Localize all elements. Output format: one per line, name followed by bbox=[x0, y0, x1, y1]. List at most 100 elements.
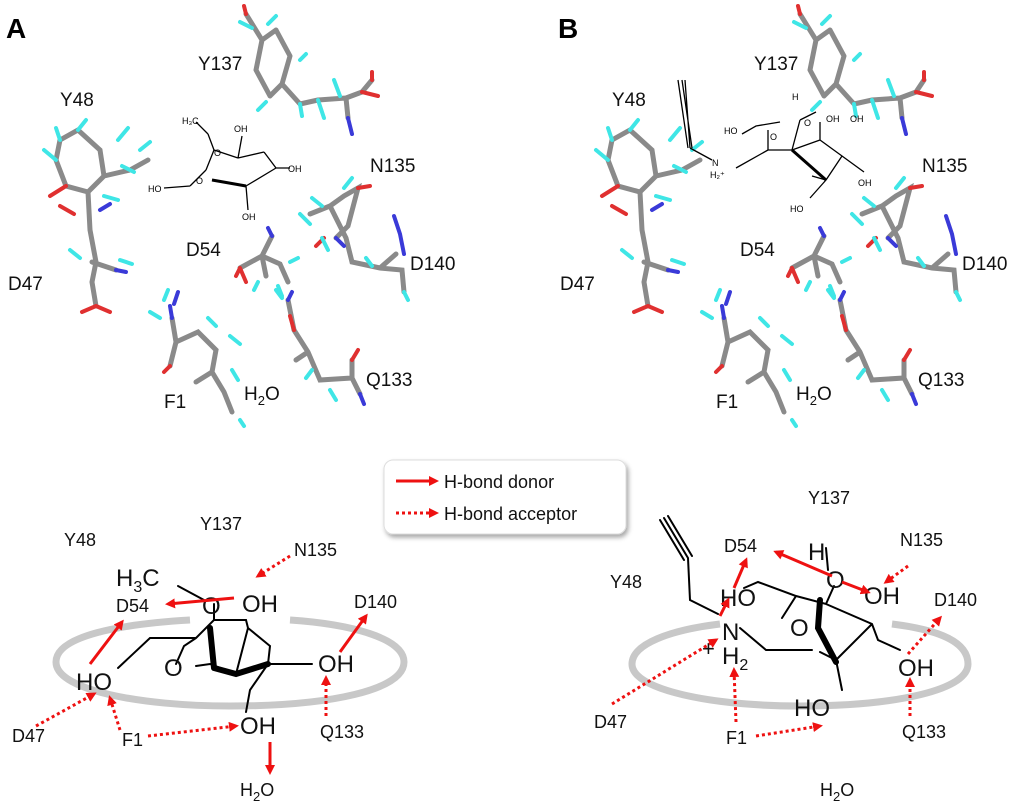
schematic-a-q133: Q133 bbox=[320, 722, 364, 742]
residue-y48-sticks-a bbox=[42, 118, 152, 314]
residue-y48-sticks-b bbox=[594, 118, 704, 314]
schematic-b-d47: D47 bbox=[594, 712, 627, 732]
schematic-a-methyl: H3C bbox=[116, 565, 160, 596]
schematic-b-q133: Q133 bbox=[902, 722, 946, 742]
schematic-a-n135: N135 bbox=[294, 540, 337, 560]
ligand-a-skeletal: H₃C O O OH OH HO OH bbox=[148, 116, 302, 222]
svg-text:O: O bbox=[804, 118, 811, 128]
residue-q133-sticks-b bbox=[828, 284, 918, 406]
svg-text:H₂⁺: H₂⁺ bbox=[710, 170, 725, 180]
panel-a: A bbox=[6, 4, 455, 428]
svg-text:O: O bbox=[214, 148, 221, 158]
svg-text:OH: OH bbox=[850, 114, 864, 124]
residue-y137-sticks-b bbox=[792, 4, 934, 136]
schematic-b-o-top: O bbox=[826, 567, 845, 594]
schematic-b-h-top: H bbox=[808, 539, 825, 566]
svg-text:OH: OH bbox=[826, 114, 840, 124]
schematic-b-n135: N135 bbox=[900, 530, 943, 550]
legend-box bbox=[383, 459, 627, 535]
schematic-b-plus: + bbox=[702, 636, 715, 661]
residue-y137-sticks-a bbox=[238, 4, 380, 136]
schematic-a: H3C O O OH OH HO OH Y48 Y137 N135 D54 D1… bbox=[12, 514, 408, 804]
label-f1-a: F1 bbox=[164, 392, 186, 413]
label-water-b: H2O bbox=[796, 384, 832, 408]
label-d140-b: D140 bbox=[962, 254, 1007, 275]
svg-text:H₃C: H₃C bbox=[182, 116, 199, 126]
label-f1-b: F1 bbox=[716, 392, 738, 413]
schematic-a-d54: D54 bbox=[116, 596, 149, 616]
schematic-b-molecule bbox=[659, 515, 901, 691]
svg-text:N: N bbox=[712, 158, 719, 168]
label-n135-b: N135 bbox=[922, 156, 967, 177]
svg-text:HO: HO bbox=[148, 184, 162, 194]
label-q133-a: Q133 bbox=[366, 370, 412, 391]
schematic-b-oh-right: OH bbox=[864, 583, 900, 610]
svg-text:OH: OH bbox=[234, 124, 248, 134]
schematic-a-ring bbox=[52, 616, 408, 710]
legend-acceptor-label: H-bond acceptor bbox=[444, 504, 577, 524]
schematic-a-d47: D47 bbox=[12, 726, 45, 746]
schematic-b-y137: Y137 bbox=[808, 488, 850, 508]
panel-letter-a: A bbox=[6, 13, 26, 44]
panel-b: B bbox=[558, 4, 1007, 428]
svg-text:OH: OH bbox=[858, 178, 872, 188]
schematic-a-oh-top: OH bbox=[242, 591, 278, 618]
schematic-b-n: N bbox=[722, 619, 739, 646]
residue-q133-sticks-a bbox=[276, 284, 366, 406]
label-y48-a: Y48 bbox=[60, 90, 94, 111]
label-d140-a: D140 bbox=[410, 254, 455, 275]
label-d47-b: D47 bbox=[560, 274, 595, 295]
label-y137-b: Y137 bbox=[754, 54, 798, 75]
schematic-b-d140: D140 bbox=[934, 590, 977, 610]
schematic-b-water: H2O bbox=[820, 780, 854, 804]
schematic-b-d54: D54 bbox=[724, 536, 757, 556]
label-water-a: H2O bbox=[244, 384, 280, 408]
schematic-a-hbonds bbox=[35, 554, 368, 775]
schematic-b-o-ring: O bbox=[790, 615, 809, 642]
schematic-a-oh-bottom: OH bbox=[240, 713, 276, 740]
schematic-a-water: H2O bbox=[240, 780, 274, 804]
label-q133-b: Q133 bbox=[918, 370, 964, 391]
schematic-a-o-methoxy: O bbox=[202, 593, 221, 620]
residue-d54-sticks-a bbox=[234, 226, 300, 300]
schematic-b-h2: H2 bbox=[722, 643, 748, 674]
schematic-b-oh-low: OH bbox=[898, 655, 934, 682]
legend: H-bond donor H-bond acceptor bbox=[383, 459, 627, 535]
label-d54-a: D54 bbox=[186, 240, 221, 261]
label-y137-a: Y137 bbox=[198, 54, 242, 75]
label-d47-a: D47 bbox=[8, 274, 43, 295]
svg-text:HO: HO bbox=[790, 204, 804, 214]
residue-d54-sticks-b bbox=[786, 226, 852, 300]
schematic-b-ho-bottom: HO bbox=[794, 695, 830, 722]
schematic-b-f1: F1 bbox=[726, 728, 747, 748]
schematic-a-y137: Y137 bbox=[200, 514, 242, 534]
residue-n135-sticks-a bbox=[298, 176, 410, 302]
schematic-b: H O HO O OH N + H2 OH HO Y48 Y137 N135 D… bbox=[594, 488, 977, 804]
schematic-a-oh-right: OH bbox=[318, 651, 354, 678]
residue-n135-sticks-b bbox=[850, 176, 962, 302]
schematic-a-o-ring: O bbox=[164, 655, 183, 682]
residue-f1-sticks-b bbox=[700, 288, 798, 428]
panel-letter-b: B bbox=[558, 13, 578, 44]
schematic-b-hbonds bbox=[611, 550, 942, 738]
schematic-a-f1: F1 bbox=[122, 730, 143, 750]
residue-f1-sticks-a bbox=[148, 288, 246, 428]
label-d54-b: D54 bbox=[740, 240, 775, 261]
svg-text:O: O bbox=[770, 132, 777, 142]
svg-text:HO: HO bbox=[724, 126, 738, 136]
schematic-a-molecule bbox=[117, 585, 313, 713]
svg-text:H: H bbox=[792, 92, 799, 102]
svg-text:OH: OH bbox=[242, 212, 256, 222]
schematic-b-ring bbox=[628, 620, 972, 710]
svg-text:O: O bbox=[196, 176, 203, 186]
schematic-a-d140: D140 bbox=[354, 592, 397, 612]
schematic-a-ho-left: HO bbox=[76, 669, 112, 696]
legend-donor-label: H-bond donor bbox=[444, 472, 554, 492]
schematic-a-y48: Y48 bbox=[64, 530, 96, 550]
schematic-b-y48: Y48 bbox=[610, 572, 642, 592]
ligand-b-skeletal: N H₂⁺ HO H O OH OH O OH HO bbox=[677, 79, 872, 214]
label-y48-b: Y48 bbox=[612, 90, 646, 111]
label-n135-a: N135 bbox=[370, 156, 415, 177]
svg-text:OH: OH bbox=[288, 164, 302, 174]
